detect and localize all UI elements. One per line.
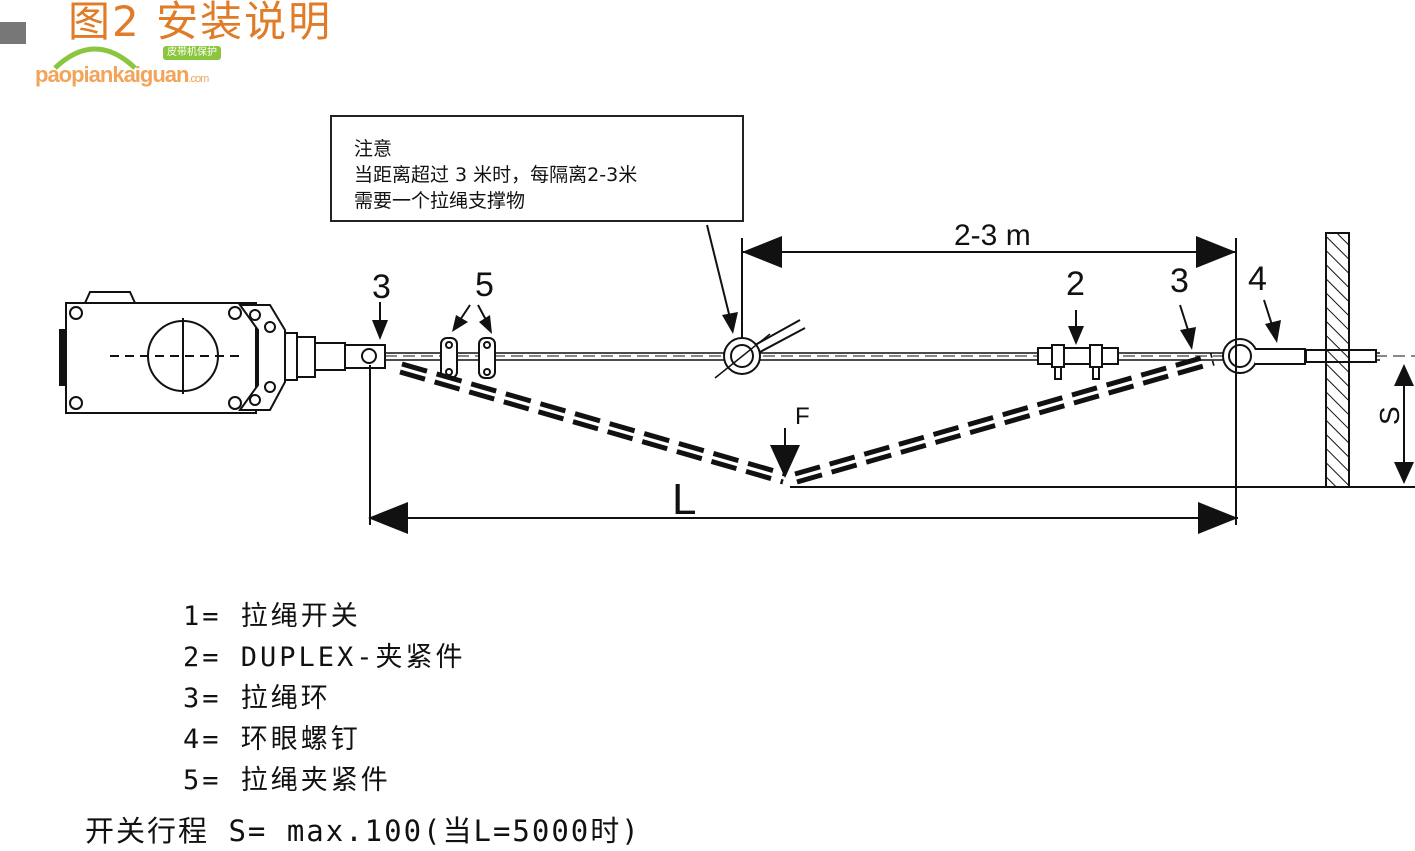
callout-5: 5	[475, 266, 494, 304]
rope-support-ring	[714, 319, 806, 379]
page-title: 图2 安装说明	[68, 0, 333, 46]
title-marker	[0, 22, 26, 44]
watermark-arc	[53, 46, 137, 70]
wall	[1325, 232, 1350, 488]
legend-item: 3= 拉绳环	[183, 683, 331, 714]
legend-item: 4= 环眼螺钉	[183, 724, 361, 755]
rope-pull-switch	[59, 291, 386, 414]
support-spacing-label: 2-3 m	[954, 219, 1031, 252]
rope-clamps	[440, 337, 496, 379]
note-line-2: 需要一个拉绳支撑物	[354, 190, 526, 212]
legend-item: 2= DUPLEX-夹紧件	[183, 642, 466, 673]
travel-spec: 开关行程 S= max.100(当L=5000时)	[85, 814, 641, 848]
length-label: L	[672, 475, 696, 524]
travel-label: S	[1374, 406, 1405, 425]
watermark-logo: paopiankaiguan.com	[35, 62, 209, 87]
callout-3-right: 3	[1170, 262, 1189, 300]
callout-2: 2	[1066, 265, 1085, 303]
legend-item: 1= 拉绳开关	[183, 601, 361, 632]
note-heading: 注意	[354, 138, 393, 160]
force-label: F	[795, 403, 810, 430]
watermark-badge: 皮带机保护	[163, 46, 221, 60]
eye-bolt	[1222, 338, 1377, 374]
callout-4: 4	[1248, 260, 1267, 298]
note-line-1: 当距离超过 3 米时，每隔离2-3米	[354, 164, 638, 186]
duplex-clamp	[1037, 344, 1119, 380]
note-box: 注意 当距离超过 3 米时，每隔离2-3米 需要一个拉绳支撑物	[330, 115, 744, 222]
callout-3-left: 3	[372, 268, 391, 306]
deflected-rope	[399, 352, 1215, 485]
legend-item: 5= 拉绳夹紧件	[183, 765, 391, 796]
